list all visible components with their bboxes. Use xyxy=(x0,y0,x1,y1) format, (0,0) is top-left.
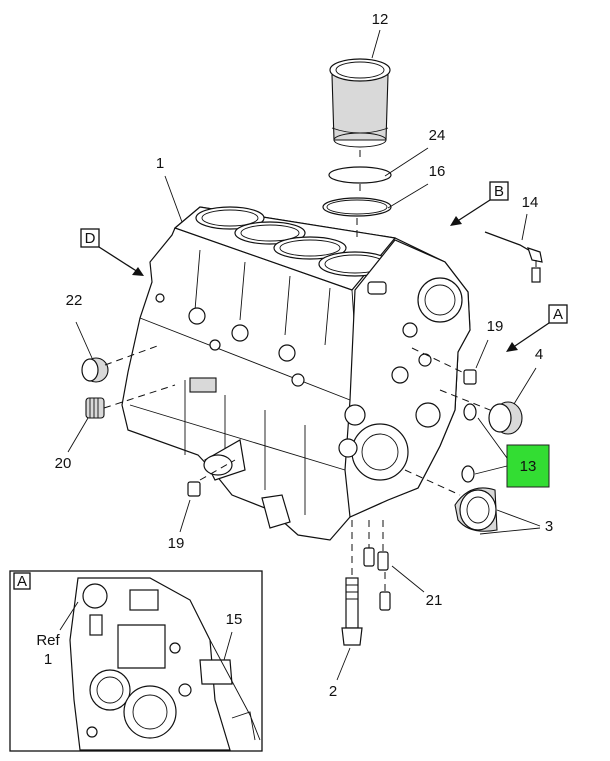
callout-15[interactable]: 15 xyxy=(223,611,243,661)
cylinder-liner xyxy=(329,58,391,148)
plug-upper xyxy=(463,403,477,421)
callout-20[interactable]: 20 xyxy=(55,417,89,472)
svg-text:4: 4 xyxy=(535,346,543,363)
svg-text:1: 1 xyxy=(44,651,52,668)
svg-text:1: 1 xyxy=(156,155,164,172)
svg-text:15: 15 xyxy=(226,611,243,628)
bottom-dowels xyxy=(363,547,391,611)
svg-text:22: 22 xyxy=(66,292,83,309)
svg-text:14: 14 xyxy=(522,194,539,211)
svg-text:24: 24 xyxy=(429,127,446,144)
callout-2[interactable]: 2 xyxy=(329,647,351,700)
main-bearing-bolt xyxy=(341,577,363,646)
dipstick-tube xyxy=(484,231,543,283)
dowel-pin-top xyxy=(463,369,477,385)
callout-21[interactable]: 21 xyxy=(391,565,443,609)
inset-view-a: A 15 Ref 1 xyxy=(9,570,263,752)
callout-22[interactable]: 22 xyxy=(66,292,93,359)
svg-text:A: A xyxy=(17,573,27,590)
svg-text:20: 20 xyxy=(55,455,72,472)
callout-4[interactable]: 4 xyxy=(513,346,543,405)
main-bearing-halves xyxy=(454,487,498,532)
liner-seal xyxy=(322,197,392,217)
callout-16[interactable]: 16 xyxy=(387,163,446,209)
svg-text:D: D xyxy=(85,230,96,247)
dowel-pin-bottom xyxy=(187,481,201,497)
svg-text:19: 19 xyxy=(487,318,504,335)
callout-12[interactable]: 12 xyxy=(371,11,389,59)
cup-plug xyxy=(81,357,109,383)
inset-label-a: A xyxy=(13,572,31,590)
view-marker-a: A xyxy=(506,304,568,352)
callout-ref-1[interactable]: Ref 1 xyxy=(36,601,79,668)
svg-text:3: 3 xyxy=(545,518,553,535)
svg-text:B: B xyxy=(494,183,504,200)
engine-block xyxy=(121,206,471,541)
svg-text:13: 13 xyxy=(520,458,537,475)
svg-text:12: 12 xyxy=(372,11,389,28)
view-marker-b: B xyxy=(450,181,509,226)
callout-24[interactable]: 24 xyxy=(384,127,446,177)
svg-text:A: A xyxy=(553,306,563,323)
svg-text:16: 16 xyxy=(429,163,446,180)
view-marker-d: D xyxy=(80,228,144,276)
threaded-plug xyxy=(85,397,105,419)
callout-13[interactable]: 13 xyxy=(474,417,550,488)
svg-text:2: 2 xyxy=(329,683,337,700)
svg-text:19: 19 xyxy=(168,535,185,552)
o-ring xyxy=(328,166,392,184)
callout-19-bottom[interactable]: 19 xyxy=(168,499,191,552)
callout-19-top[interactable]: 19 xyxy=(475,318,504,369)
callout-3[interactable]: 3 xyxy=(479,509,553,535)
callout-1[interactable]: 1 xyxy=(156,155,183,223)
svg-text:Ref: Ref xyxy=(36,632,60,649)
plug-lower xyxy=(461,465,475,483)
camshaft-bushing xyxy=(488,401,523,435)
callout-14[interactable]: 14 xyxy=(521,194,539,241)
svg-text:21: 21 xyxy=(426,592,443,609)
